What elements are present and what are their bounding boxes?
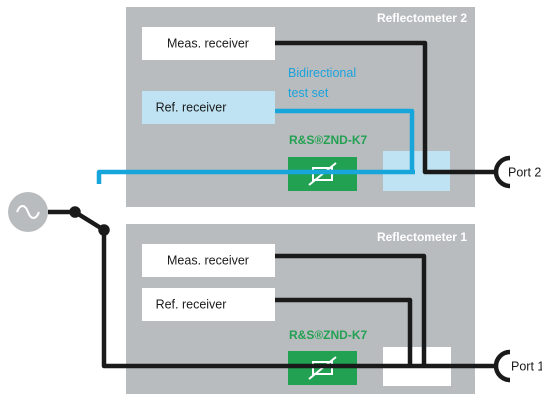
port-2-label: Port 2 — [508, 166, 541, 180]
reflectometer-2-title: Reflectometer 2 — [377, 11, 467, 25]
port-1-connector: Port 1 — [493, 349, 542, 383]
port-2-meas-path — [275, 40, 498, 175]
option-2-label: R&S®ZND-K7 — [289, 133, 368, 147]
meas-receiver-2-box — [142, 27, 275, 60]
port-1-signal-path — [101, 230, 498, 369]
reflectometer-2-panel: Reflectometer 2 Meas. receiver Ref. rece… — [126, 7, 475, 207]
test-set-label-line1: Bidirectional — [288, 66, 356, 80]
signal-source — [8, 192, 48, 232]
test-set-label-line2: test set — [288, 86, 329, 100]
source-switch — [48, 206, 110, 236]
ref-receiver-2-label: Ref. receiver — [156, 101, 227, 115]
option-1-label: R&S®ZND-K7 — [289, 328, 368, 342]
meas-receiver-1-box — [142, 244, 275, 277]
test-set-signal-path — [96, 108, 415, 184]
meas-receiver-2-label: Meas. receiver — [167, 37, 249, 51]
sine-wave-icon — [16, 205, 40, 219]
ref-receiver-2-box — [142, 91, 275, 124]
ref-receiver-1-box — [142, 288, 275, 321]
port-2-connector: Port 2 — [493, 155, 541, 189]
port-1-label: Port 1 — [511, 360, 542, 374]
reflectometer-1-title: Reflectometer 1 — [377, 230, 467, 244]
meas-receiver-1-label: Meas. receiver — [167, 254, 249, 268]
ref-receiver-1-label: Ref. receiver — [156, 298, 227, 312]
